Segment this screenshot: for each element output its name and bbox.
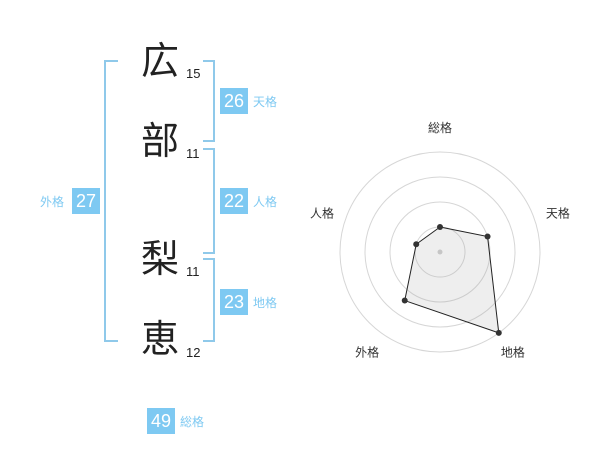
radar-point-4 [401, 297, 408, 304]
radar-axis-label-2: 天格 [546, 206, 570, 221]
radar-center-dot [437, 249, 443, 255]
tenkaku-label: 天格 [253, 95, 278, 109]
name-char-1: 広 [141, 39, 180, 83]
name-char-4: 恵 [141, 317, 180, 361]
chikaku-label: 地格 [253, 296, 278, 310]
stroke-count-3: 11 [186, 264, 200, 279]
name-char-3: 梨 [141, 237, 180, 281]
radar-grid-ring [364, 176, 516, 328]
tenkaku-value: 26 [220, 88, 248, 114]
soukaku-label: 総格 [180, 415, 205, 429]
radar-axis-label-1: 総格 [428, 120, 452, 135]
radar-grid-ring [389, 201, 491, 303]
radar-point-5 [413, 241, 420, 248]
radar-point-2 [484, 233, 491, 240]
radar-axis-label-4: 外格 [355, 344, 379, 359]
stroke-count-1: 15 [186, 66, 201, 81]
gaikaku-value: 27 [72, 188, 100, 214]
stroke-count-4: 12 [186, 345, 201, 360]
chikaku-value: 23 [220, 289, 248, 315]
radar-point-3 [495, 329, 502, 336]
radar-axis-label-5: 人格 [310, 206, 334, 221]
gaikaku-bracket [104, 60, 118, 342]
radar-value-polygon [404, 226, 500, 334]
gaikaku-label: 外格 [40, 195, 65, 209]
jinkaku-value: 22 [220, 188, 248, 214]
jinkaku-bracket [203, 148, 215, 254]
chikaku-bracket [203, 258, 215, 342]
tenkaku-bracket [203, 60, 215, 142]
soukaku-value: 49 [147, 408, 175, 434]
radar-point-1 [437, 224, 443, 230]
radar-grid-ring [339, 151, 541, 353]
stroke-count-2: 11 [186, 146, 200, 161]
name-char-2: 部 [141, 119, 180, 163]
radar-axis-label-3: 地格 [501, 344, 525, 359]
jinkaku-label: 人格 [253, 195, 278, 209]
